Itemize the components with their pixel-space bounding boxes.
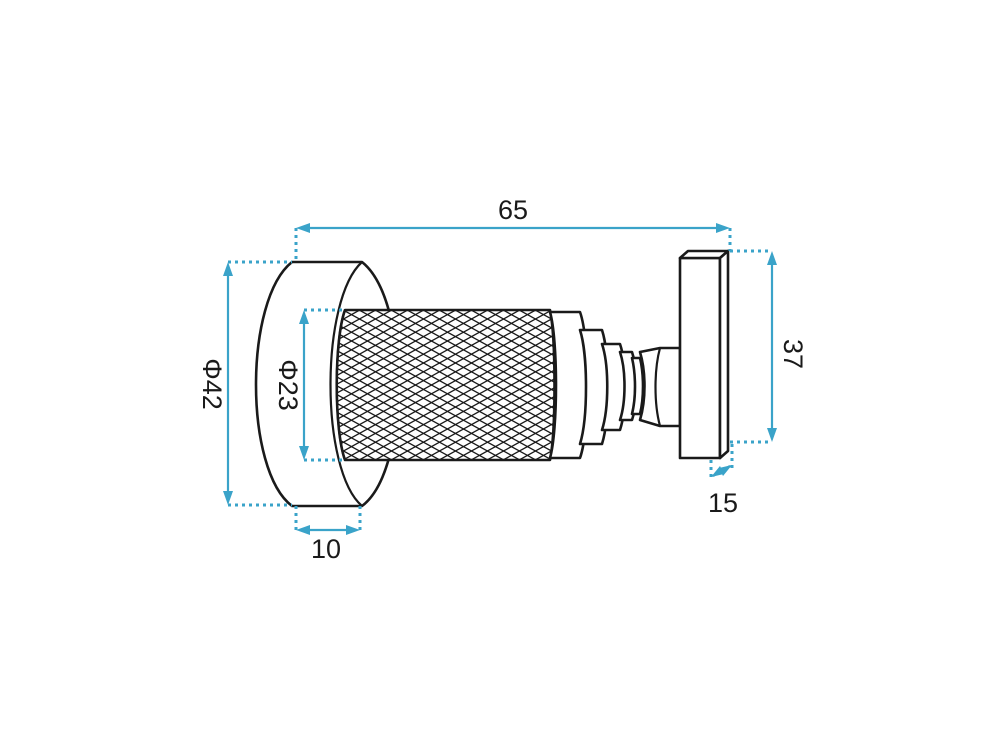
dimension-overall-length: 65 (294, 195, 732, 262)
knurl-line (336, 310, 427, 460)
knurl-line (853, 300, 1000, 470)
knurl-line (404, 310, 555, 460)
base-thickness-label: 10 (311, 534, 341, 564)
knurl-line (336, 310, 555, 460)
end-cap (678, 249, 730, 460)
knurl-line (336, 310, 539, 460)
knurl-line (821, 300, 1000, 470)
knurl-line (336, 310, 555, 460)
knurl-line (336, 310, 491, 460)
knurl-line (340, 310, 555, 460)
knurl-line (789, 300, 1000, 470)
knurl-line (452, 310, 555, 460)
knurl-line (821, 300, 1000, 470)
knurl-line (805, 300, 1000, 470)
knurl-line (468, 310, 555, 460)
knurl-line (741, 300, 1000, 470)
knurl-line (436, 310, 555, 460)
knurl-line (336, 310, 555, 460)
knurl-line (709, 300, 1000, 470)
knurl-line (336, 310, 411, 460)
dimension-cap-height: 37 (730, 249, 808, 444)
knurl-line (452, 310, 555, 460)
knurl-line (336, 310, 555, 460)
knurl-line (709, 300, 1000, 470)
knurl-line (693, 300, 1000, 470)
knurl-line (837, 300, 1000, 470)
knurl-line (420, 310, 555, 460)
knurl-line (757, 300, 1000, 470)
knurl-line (356, 310, 555, 460)
knurl-line (404, 310, 555, 460)
knurl-line (336, 310, 443, 460)
knurl-diameter-label: Φ23 (273, 359, 303, 411)
knurl-line (336, 310, 475, 460)
knurled-sleeve (335, 300, 1000, 470)
knurl-line (805, 300, 1000, 470)
knurl-line (336, 310, 507, 460)
knurl-line (336, 310, 475, 460)
knurl-line (773, 300, 1000, 470)
knurl-line (725, 300, 1000, 470)
knurl-line (436, 310, 555, 460)
knurl-line (336, 310, 459, 460)
knurl-line (869, 300, 1000, 470)
knurl-line (741, 300, 1000, 470)
knurl-line (789, 300, 1000, 470)
knurl-line (853, 300, 1000, 470)
knurl-line (837, 300, 1000, 470)
knurl-line (693, 300, 1000, 470)
dimension-knurl-diameter: Φ23 (273, 308, 345, 462)
knurl-line (336, 310, 491, 460)
base-diameter-label: Φ42 (197, 358, 227, 410)
dimension-cap-thickness: 15 (708, 444, 738, 518)
knurl-line (336, 310, 443, 460)
knurl-line (336, 310, 411, 460)
knurl-line (757, 300, 1000, 470)
knurl-line (773, 300, 1000, 470)
knurl-line (468, 310, 555, 460)
knurl-line (336, 310, 395, 460)
dimension-base-diameter: Φ42 (197, 260, 292, 507)
knurl-line (336, 310, 555, 460)
cap-thickness-label: 15 (708, 488, 738, 518)
knurl-line (336, 310, 427, 460)
knurl-line (869, 300, 1000, 470)
knurl-line (388, 310, 555, 460)
cap-height-label: 37 (778, 339, 808, 369)
knurl-line (336, 310, 395, 460)
knurl-line (336, 310, 459, 460)
knurl-line (420, 310, 555, 460)
knurl-line (336, 310, 555, 460)
knurl-line (336, 310, 523, 460)
stepped-collar (548, 310, 682, 460)
knurl-line (725, 300, 1000, 470)
knurl-line (484, 310, 555, 460)
knurl-line (372, 310, 555, 460)
dimension-base-thickness: 10 (294, 506, 362, 564)
overall-length-label: 65 (498, 195, 528, 225)
knurl-line (484, 310, 555, 460)
